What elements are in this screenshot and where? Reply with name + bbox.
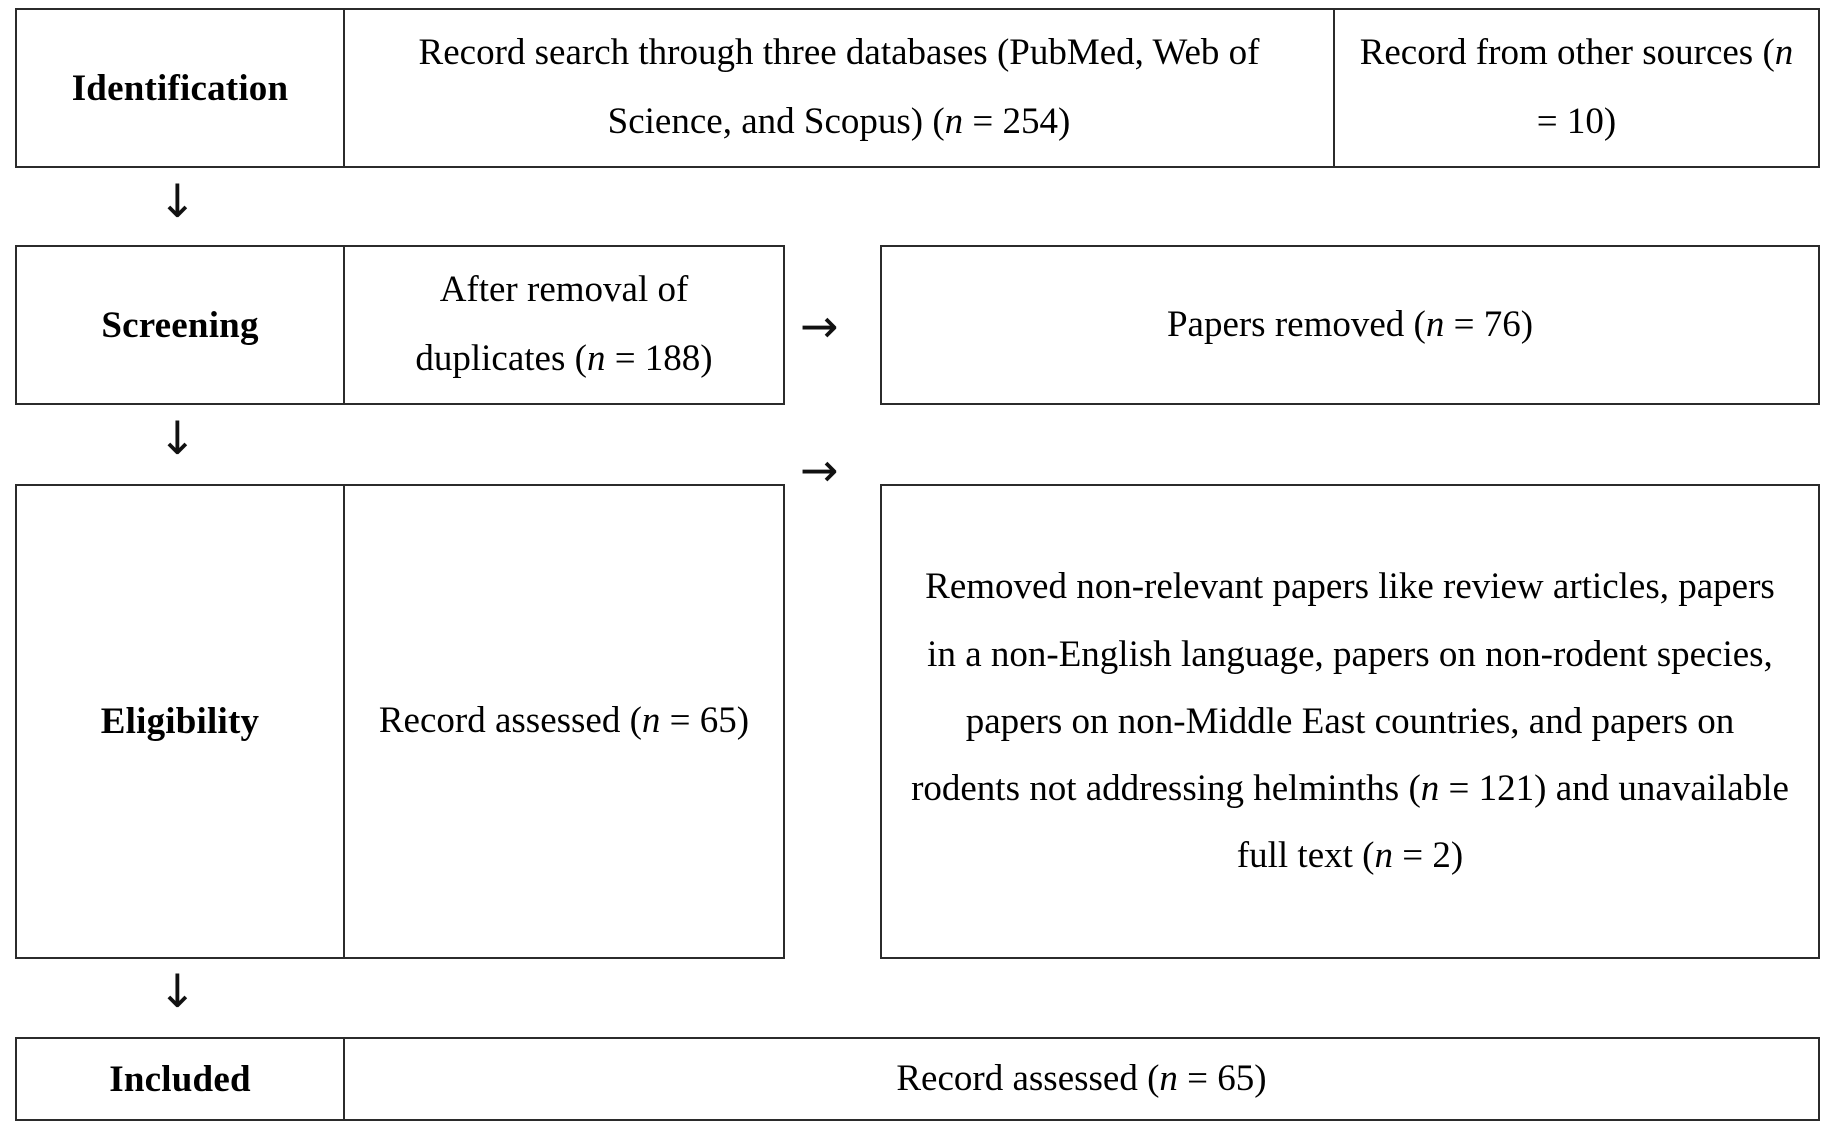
- included-stage-label-box: Included: [15, 1037, 345, 1121]
- arrow-right-eligibility-to-removed: →: [800, 443, 839, 497]
- included-record-assessed-text: Record assessed (n = 65): [896, 1057, 1267, 1099]
- identification-other-sources-text: Record from other sources (n = 10): [1359, 32, 1794, 142]
- arrow-down-screening-to-eligibility: ↓: [158, 411, 197, 465]
- identification-stage-label-box: Identification: [15, 8, 345, 168]
- screening-stage-label: Screening: [101, 304, 259, 346]
- screening-after-duplicates-box: After removal of duplicates (n = 188): [343, 245, 785, 405]
- eligibility-record-assessed-text: Record assessed (n = 65): [378, 700, 750, 742]
- included-stage-label: Included: [109, 1058, 251, 1100]
- screening-after-duplicates-text: After removal of duplicates (n = 188): [415, 269, 713, 379]
- eligibility-record-assessed-box: Record assessed (n = 65): [343, 484, 785, 959]
- arrow-right-screening-to-papers-removed: →: [800, 299, 839, 353]
- identification-database-search-text: Record search through three databases (P…: [418, 32, 1260, 142]
- included-record-assessed-box: Record assessed (n = 65): [343, 1037, 1820, 1121]
- arrow-down-identification-to-screening: ↓: [158, 174, 197, 228]
- eligibility-stage-label: Eligibility: [100, 701, 260, 742]
- eligibility-removed-nonrelevant-text: Removed non-relevant papers like review …: [911, 566, 1789, 877]
- screening-papers-removed-box: Papers removed (n = 76): [880, 245, 1820, 405]
- eligibility-removed-nonrelevant-box: Removed non-relevant papers like review …: [880, 484, 1820, 959]
- identification-other-sources-box: Record from other sources (n = 10): [1333, 8, 1820, 168]
- arrow-down-eligibility-to-included: ↓: [158, 964, 197, 1018]
- identification-database-search-box: Record search through three databases (P…: [343, 8, 1335, 168]
- eligibility-stage-label-box: Eligibility: [15, 484, 345, 959]
- identification-stage-label: Identification: [71, 67, 289, 109]
- screening-stage-label-box: Screening: [15, 245, 345, 405]
- screening-papers-removed-text: Papers removed (n = 76): [1166, 303, 1534, 345]
